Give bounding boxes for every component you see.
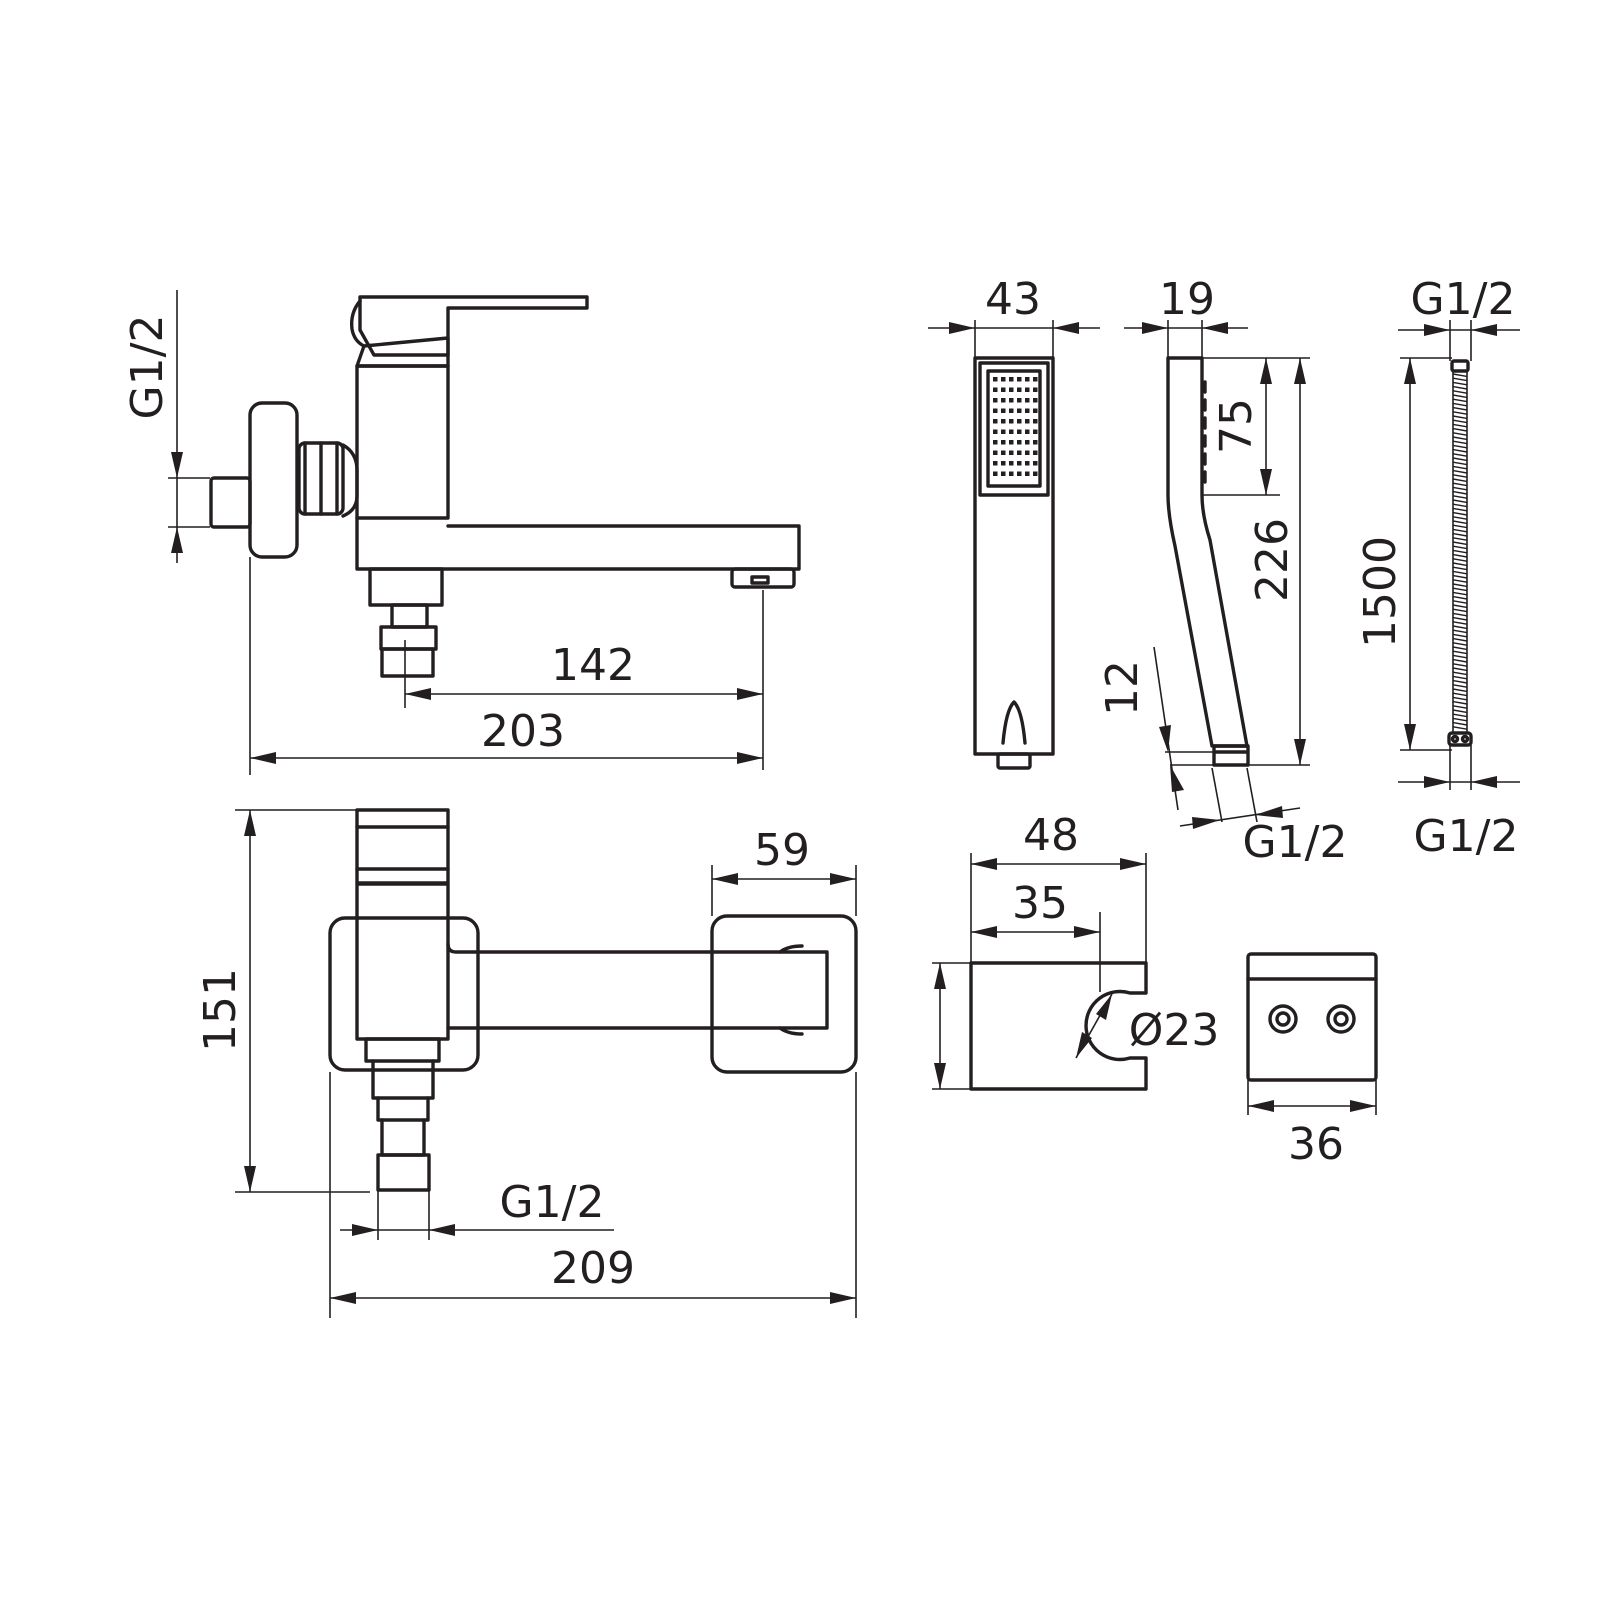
handshower-length-dimension: 226 bbox=[1247, 358, 1306, 765]
spray-face-dimension: 75 bbox=[1211, 358, 1272, 495]
thread-inlet-top-label: G1/2 bbox=[500, 1177, 605, 1228]
holder-offset-dimension: 35 bbox=[971, 878, 1100, 938]
total-width-top-dimension: 209 bbox=[330, 1243, 856, 1304]
top-height-dimension: 151 bbox=[195, 810, 256, 1192]
holder-diameter-dimension: Ø23 bbox=[1075, 993, 1220, 1059]
thread-inlet-side-label: G1/2 bbox=[122, 315, 173, 420]
thread-hose-top-dimension: G1/2 bbox=[1398, 274, 1520, 336]
thread-handshower-dimension: G1/2 bbox=[1179, 806, 1348, 868]
holder-width-dimension: 48 bbox=[971, 810, 1146, 870]
top-height-label: 151 bbox=[195, 968, 246, 1052]
plate-width-label: 36 bbox=[1288, 1119, 1344, 1170]
mixer-side-view bbox=[168, 295, 801, 775]
spray-face-label: 75 bbox=[1211, 398, 1262, 454]
thread-handshower-label: G1/2 bbox=[1243, 817, 1348, 868]
total-width-top-label: 209 bbox=[551, 1243, 635, 1294]
handshower-front-view bbox=[973, 320, 1055, 770]
holder-offset-label: 35 bbox=[1012, 878, 1068, 929]
thread-inlet-top-dimension: G1/2 bbox=[340, 1177, 614, 1236]
spout-width-dimension: 59 bbox=[712, 825, 856, 885]
hose-length-label: 1500 bbox=[1355, 536, 1406, 648]
mixer-top-view bbox=[235, 808, 858, 1318]
holder-diameter-label: Ø23 bbox=[1129, 1005, 1220, 1056]
total-depth-side-dimension: 203 bbox=[250, 706, 763, 764]
holder-width-label: 48 bbox=[1023, 810, 1079, 861]
holder-height-dimension bbox=[934, 963, 946, 1089]
thread-hose-top-label: G1/2 bbox=[1411, 274, 1516, 325]
hose-coil bbox=[1452, 373, 1468, 730]
handshower-length-label: 226 bbox=[1247, 518, 1298, 602]
nozzle-grid bbox=[993, 377, 1038, 476]
thread-hose-bottom-dimension: G1/2 bbox=[1398, 776, 1520, 862]
hose-length-dimension: 1500 bbox=[1355, 358, 1416, 750]
connector-length-label: 12 bbox=[1097, 660, 1148, 716]
connector-length-dimension: 12 bbox=[1097, 646, 1184, 811]
shower-hose bbox=[1400, 320, 1473, 790]
total-depth-side-label: 203 bbox=[481, 706, 565, 757]
handshower-width-dimension: 43 bbox=[928, 274, 1100, 334]
handshower-side-view bbox=[1165, 320, 1310, 823]
handshower-thickness-dimension: 19 bbox=[1124, 274, 1248, 334]
shower-holder bbox=[932, 853, 1148, 1091]
wall-connector-plate bbox=[1246, 952, 1378, 1115]
thread-inlet-side-dimension: G1/2 bbox=[122, 290, 183, 563]
spout-width-label: 59 bbox=[754, 825, 810, 876]
spout-offset-dimension: 142 bbox=[405, 640, 763, 700]
thread-hose-bottom-label: G1/2 bbox=[1414, 811, 1519, 862]
plate-width-dimension: 36 bbox=[1248, 1100, 1376, 1170]
handshower-thickness-label: 19 bbox=[1159, 274, 1215, 325]
spout-offset-label: 142 bbox=[551, 640, 635, 691]
handshower-width-label: 43 bbox=[985, 274, 1041, 325]
